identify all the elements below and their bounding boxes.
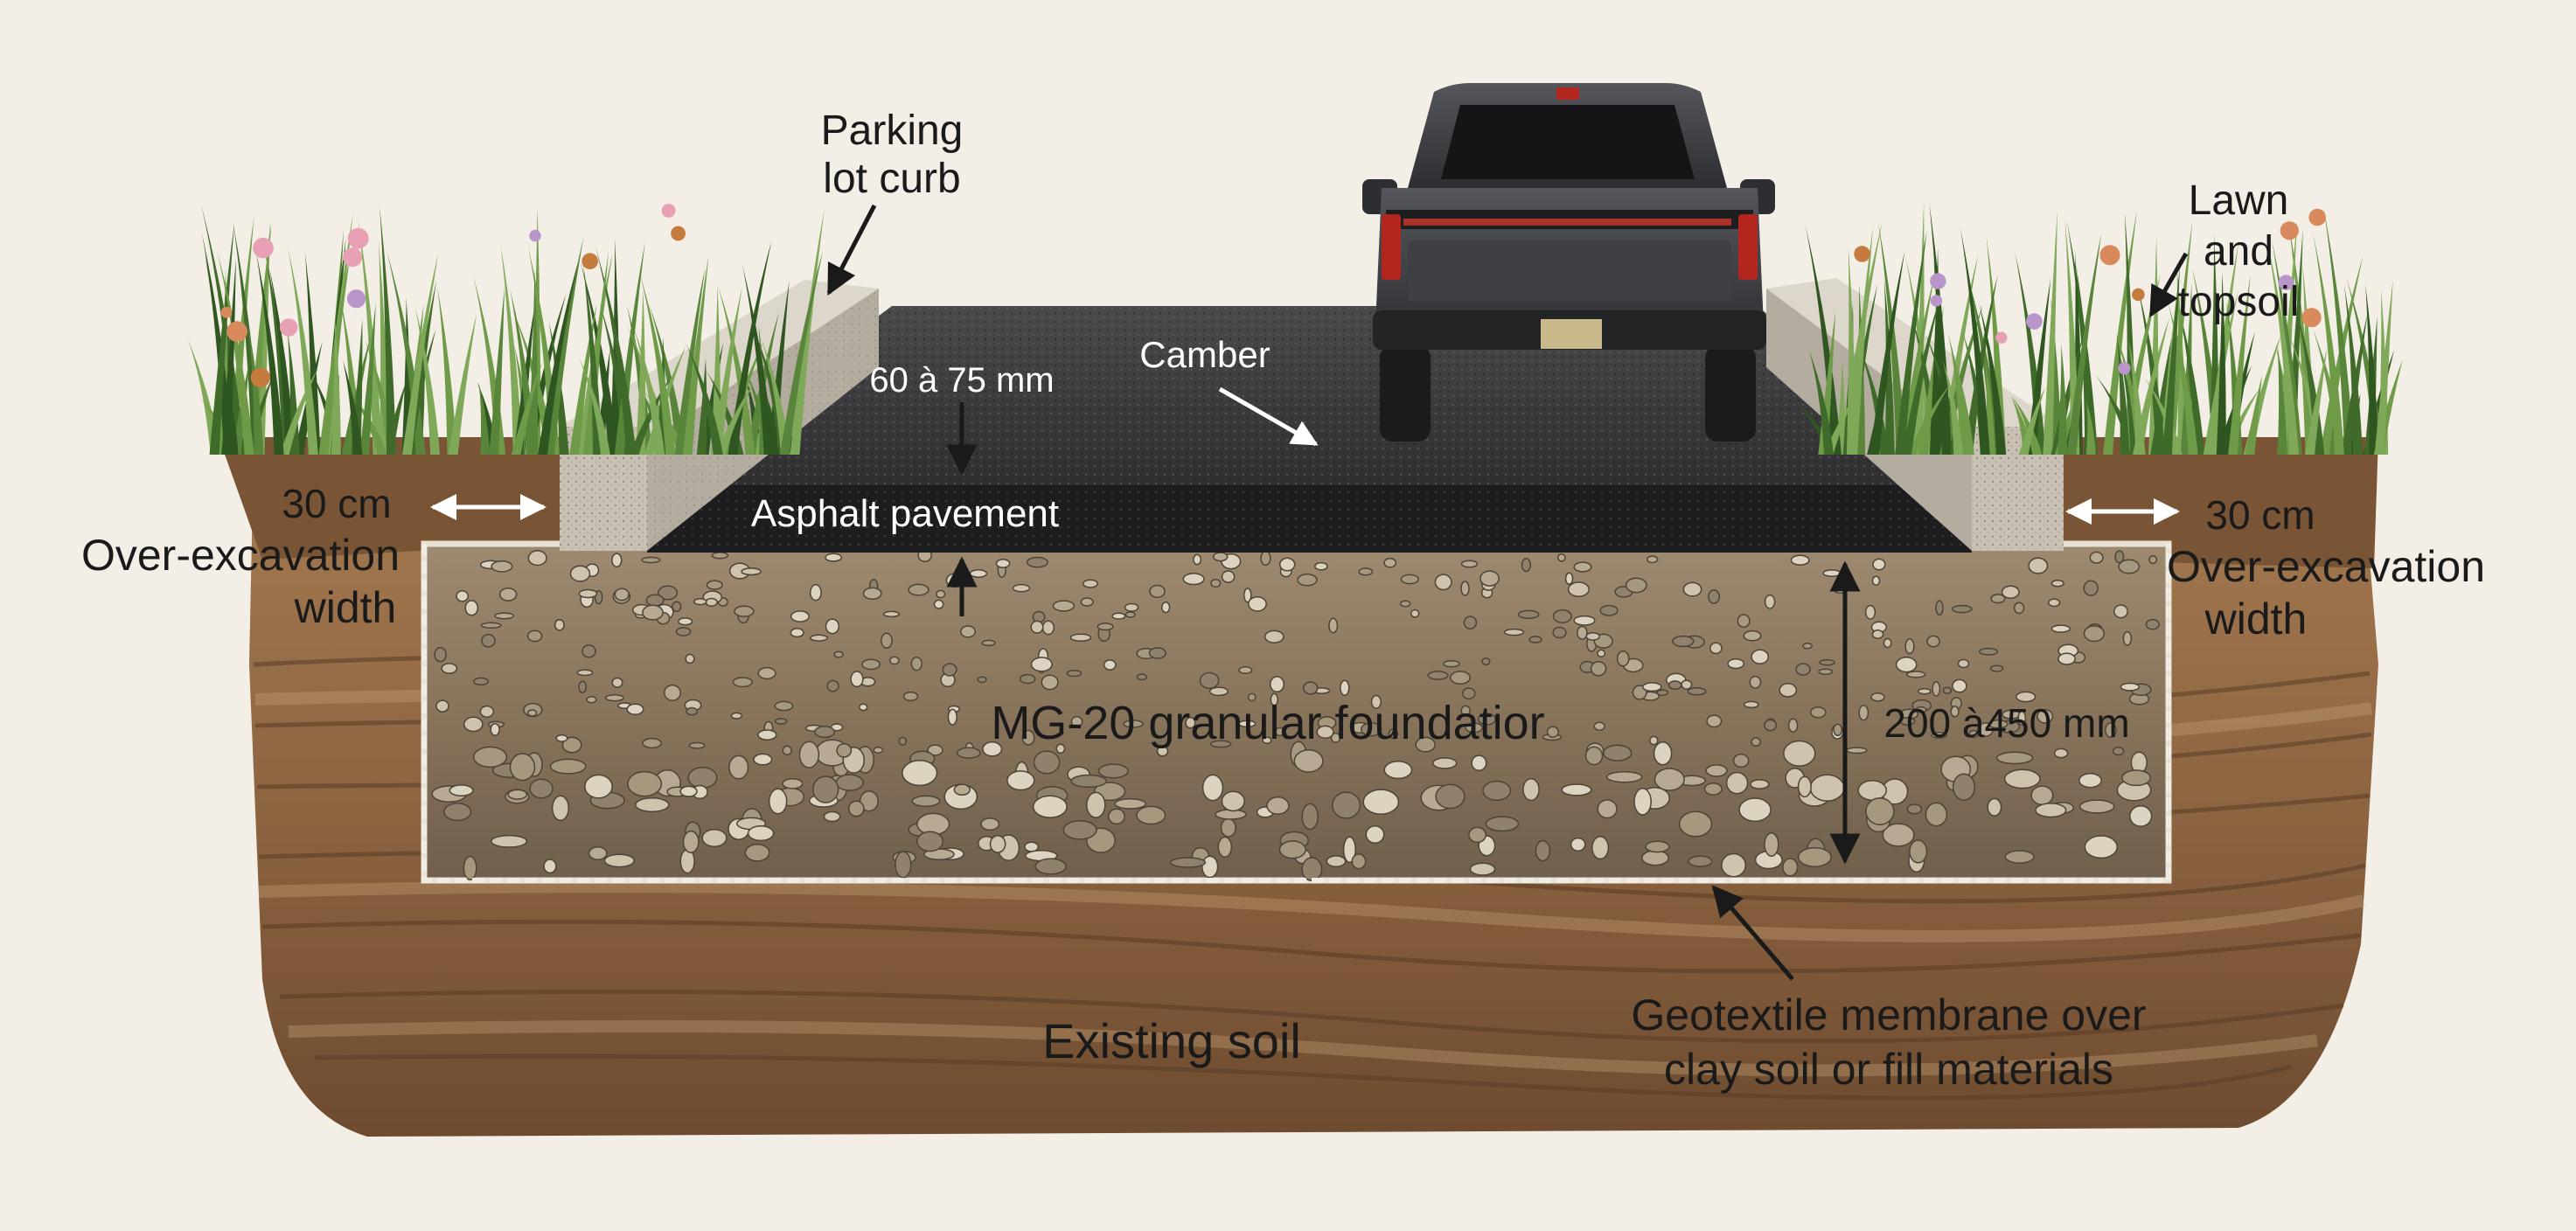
gravel-stones bbox=[431, 547, 2160, 882]
asphalt-pavement-layer bbox=[647, 306, 1972, 553]
geotextile-membrane bbox=[421, 544, 2171, 883]
asphalt-thickness-label: 60 à 75 mm bbox=[869, 361, 1054, 400]
granular-foundation-layer bbox=[421, 540, 2172, 884]
curb-pointer-arrow bbox=[826, 204, 877, 296]
lawn-pointer-arrow bbox=[2148, 252, 2189, 318]
left-width-value: 30 cm bbox=[282, 481, 391, 526]
curb-label-line2: lot curb bbox=[823, 156, 960, 202]
camber-pointer-arrow bbox=[1218, 386, 1319, 447]
annotation-arrows bbox=[826, 204, 2189, 981]
vegetation-left bbox=[187, 204, 825, 456]
geotextile-label-line2: clay soil or fill materials bbox=[1664, 1045, 2113, 1094]
white-arrows bbox=[430, 386, 2180, 525]
topsoil-right bbox=[2064, 437, 2378, 568]
topsoil-left bbox=[219, 437, 560, 560]
left-width-line2: width bbox=[294, 583, 397, 632]
vegetation-right bbox=[1794, 201, 2403, 456]
foundation-thickness-label: 200 à450 mm bbox=[1883, 700, 2129, 746]
foundation-label: MG-20 granular foundatior bbox=[991, 697, 1544, 749]
lawn-label-line1: Lawn bbox=[2189, 177, 2289, 224]
lawn-label-line3: topsoil bbox=[2178, 279, 2300, 325]
right-width-line2: width bbox=[2204, 595, 2308, 643]
right-width-line1: Over-excavation bbox=[2167, 542, 2485, 591]
curb-label-line1: Parking bbox=[821, 108, 964, 154]
pickup-truck bbox=[1362, 83, 1775, 442]
geotextile-pointer-arrow bbox=[1711, 885, 1794, 981]
labels: Parking lot curb Lawn and topsoil 60 à 7… bbox=[81, 108, 2485, 1094]
right-width-value: 30 cm bbox=[2205, 492, 2315, 538]
left-width-line1: Over-excavation bbox=[81, 531, 400, 580]
camber-label: Camber bbox=[1139, 334, 1270, 375]
existing-soil-label: Existing soil bbox=[1042, 1013, 1301, 1068]
asphalt-pavement-label: Asphalt pavement bbox=[751, 492, 1059, 535]
lawn-label-line2: and bbox=[2204, 228, 2273, 275]
geotextile-label-line1: Geotextile membrane over bbox=[1631, 991, 2146, 1040]
